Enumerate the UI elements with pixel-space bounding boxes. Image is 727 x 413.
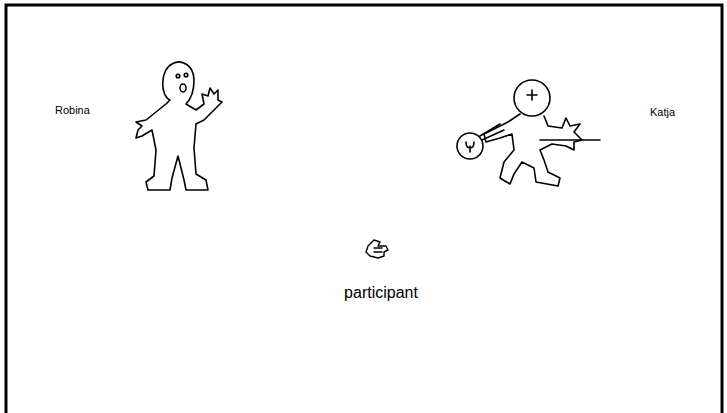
frame-border	[6, 5, 722, 413]
player-figure	[136, 62, 222, 190]
player-name: Katja	[650, 106, 675, 118]
player-name-self: participant	[344, 284, 418, 302]
hand-cursor	[366, 240, 388, 258]
player-figure	[457, 80, 600, 186]
player-name: Robina	[55, 104, 90, 116]
